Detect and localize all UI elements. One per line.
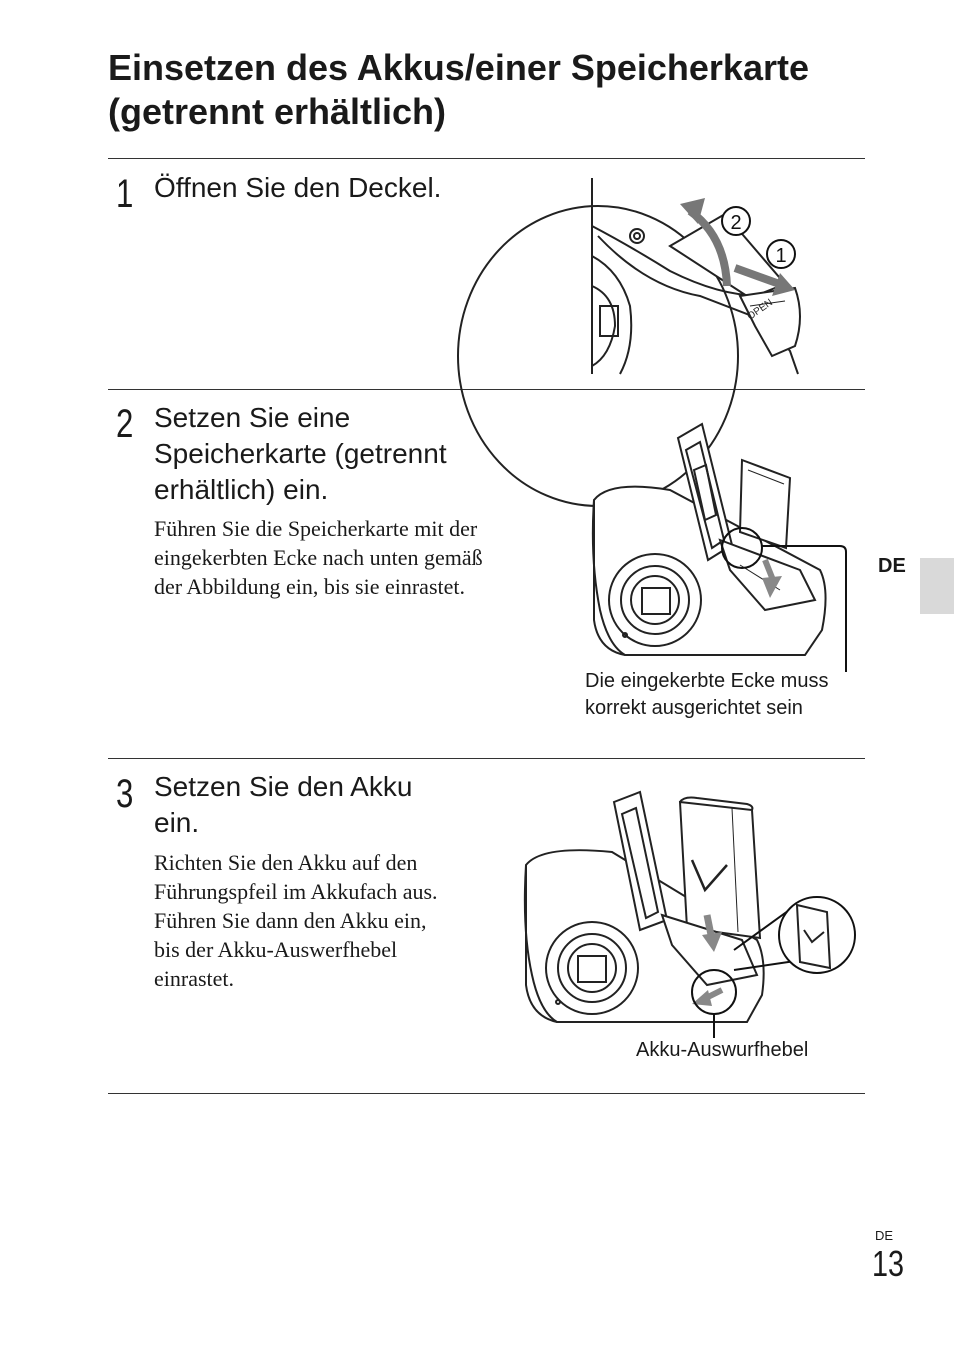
footer-language: DE — [875, 1228, 894, 1243]
step-heading: Setzen Sie eine Speicherkarte (getrennt … — [154, 402, 447, 505]
step-number: 2 — [116, 402, 134, 446]
marker-2: 2 — [730, 212, 741, 234]
page-title: Einsetzen des Akkus/einer Speicherkarte … — [108, 47, 809, 132]
language-tab-label: DE — [878, 555, 906, 577]
battery-insert-illustration — [523, 790, 856, 1038]
page-number: 13 — [872, 1243, 905, 1284]
step-number: 3 — [116, 772, 134, 816]
memory-card-insert-illustration — [591, 422, 847, 672]
marker-1: 1 — [775, 245, 786, 267]
illustration-caption: Die eingekerbte Ecke muss korrekt ausger… — [585, 670, 829, 719]
language-tab — [920, 558, 954, 614]
step-heading: Setzen Sie den Akku ein. — [154, 771, 413, 838]
divider — [108, 758, 865, 759]
illustration-caption: Akku-Auswurfhebel — [636, 1039, 809, 1061]
step-heading: Öffnen Sie den Deckel. — [154, 172, 442, 203]
step-body: Führen Sie die Speicherkarte mit der ein… — [154, 516, 483, 599]
divider — [108, 158, 865, 159]
divider — [108, 1093, 865, 1094]
camera-open-cover-illustration: 2 1 OPEN — [457, 178, 801, 507]
step-number: 1 — [116, 172, 134, 216]
divider — [108, 389, 865, 390]
step-body: Richten Sie den Akku auf den Führungspfe… — [154, 850, 438, 991]
